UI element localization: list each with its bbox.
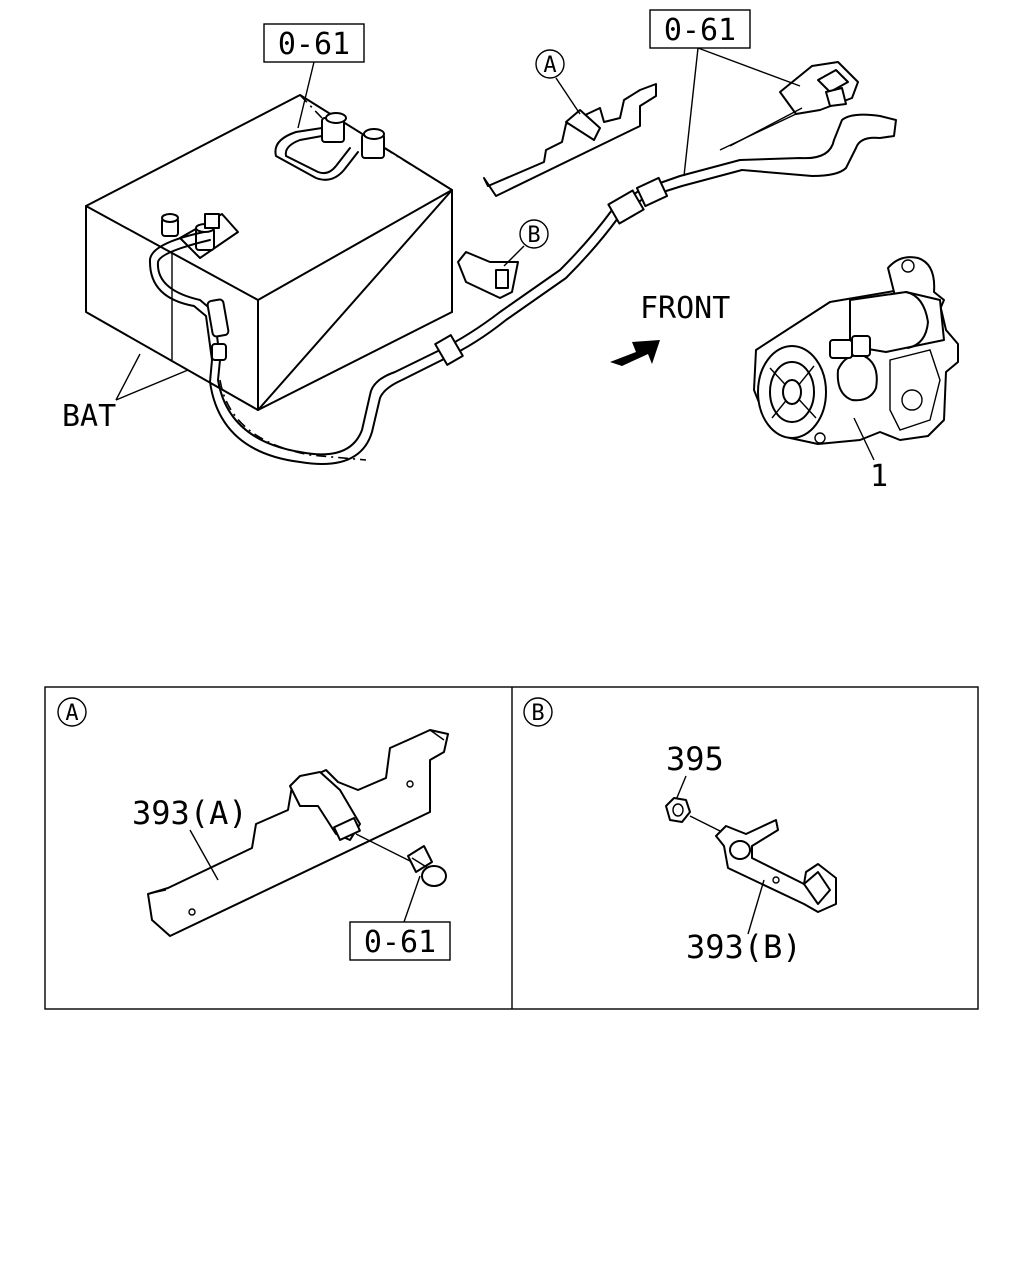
starter-cable	[148, 113, 897, 465]
bat-label: BAT	[62, 399, 116, 434]
battery-terminals	[161, 213, 239, 259]
ref-leader-top-left	[297, 61, 315, 129]
callout-a-leader	[555, 77, 581, 115]
part-395-label: 395	[666, 740, 724, 778]
part-393b-leader	[747, 879, 765, 935]
detail-a-tag-label: A	[65, 701, 78, 726]
bat-leader-2	[115, 369, 189, 401]
part-393b-label: 393(B)	[686, 928, 802, 966]
bracket-393b	[715, 819, 837, 913]
ref-label-detail-a: 0-61	[364, 925, 436, 960]
ref-leader-detail-a	[403, 875, 421, 923]
detail-a-tag-circle	[57, 697, 87, 727]
front-arrow-icon	[610, 340, 660, 366]
detail-b-tag-label: B	[531, 701, 544, 726]
bracket-b-installed	[457, 251, 519, 299]
nut-395	[665, 797, 691, 823]
bracket-393a	[147, 729, 449, 937]
callout-b-leader	[503, 245, 525, 267]
front-label: FRONT	[640, 291, 730, 326]
callout-b-label: B	[527, 223, 540, 248]
bolt-detail-a	[355, 833, 447, 887]
alignment-line-1	[299, 94, 323, 119]
part-393a-leader	[189, 829, 219, 881]
bracket-a-installed	[483, 83, 657, 197]
starter-terminal-end	[719, 61, 859, 151]
ref-label-top-right: 0-61	[664, 13, 736, 48]
ref-label-top-left: 0-61	[278, 27, 350, 62]
part-1-label: 1	[870, 459, 888, 494]
stud-axis-b	[689, 815, 723, 833]
starter-motor	[753, 256, 959, 445]
callout-a-label: A	[543, 53, 556, 78]
callout-b-circle	[519, 219, 549, 249]
part-393a-label: 393(A)	[132, 794, 248, 832]
ref-leader-top-right-2	[697, 47, 801, 87]
alignment-line-2	[383, 147, 453, 191]
battery	[85, 94, 453, 411]
battery-link-cable	[274, 112, 385, 181]
ref-box-detail-a	[349, 921, 451, 961]
part-1-leader	[853, 417, 875, 461]
callout-a-circle	[535, 49, 565, 79]
detail-b-tag-circle	[523, 697, 553, 727]
part-395-leader	[675, 775, 687, 801]
bat-leader-1	[115, 353, 141, 401]
ref-leader-top-right-1	[683, 47, 699, 177]
